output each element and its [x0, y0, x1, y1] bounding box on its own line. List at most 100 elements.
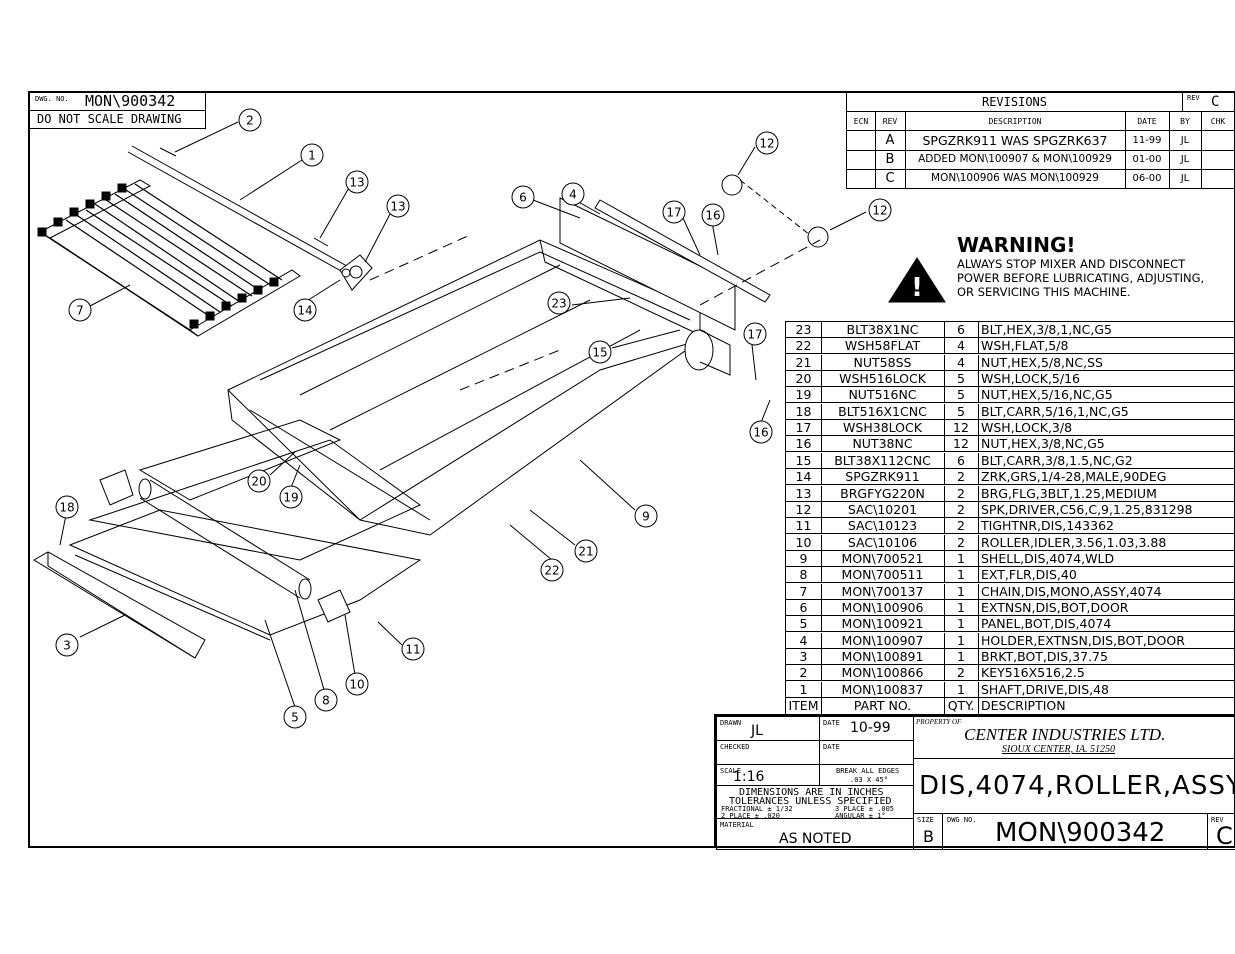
break-edges-line: BREAK ALL EDGES	[836, 767, 900, 775]
balloon-circle	[561, 182, 585, 206]
balloon-circle	[283, 705, 307, 729]
drawn-value: JL	[751, 723, 763, 739]
bom-cell-part: BLT516X1CNC	[821, 403, 945, 420]
dwg-no-label: DWG. NO.	[35, 95, 69, 103]
bom-cell-desc: EXTNSN,DIS,BOT,DOOR	[978, 600, 1235, 616]
dwg-number-box: DWG. NO. MON\900342	[28, 91, 206, 111]
checked-cell: CHECKED	[716, 740, 820, 765]
bom-cell-qty: 1	[944, 599, 979, 616]
bom-cell-qty: 1	[944, 632, 979, 649]
rev-cell: REV C	[1207, 813, 1235, 850]
bom-cell-desc: NUT,HEX,3/8,NC,G5	[978, 436, 1235, 453]
bom-header-part: PART NO.	[821, 698, 945, 715]
bom-cell-item: 23	[786, 322, 822, 338]
balloon-circle	[743, 322, 767, 346]
material-value: AS NOTED	[779, 831, 852, 847]
revisions-header-desc: DESCRIPTION	[905, 112, 1126, 131]
company-name: CENTER INDUSTRIES LTD.	[964, 725, 1166, 744]
revision-cell-chk	[1201, 150, 1235, 170]
date2-label: DATE	[823, 743, 840, 751]
balloon-circle	[588, 340, 612, 364]
warning-text: ALWAYS STOP MIXER AND DISCONNECT POWER B…	[957, 257, 1204, 299]
balloon-label: 13	[349, 176, 364, 190]
bom-cell-part: SAC\10201	[821, 501, 945, 518]
revisions-rev-box: REV C	[1183, 92, 1235, 112]
balloon-circle	[634, 504, 658, 528]
revision-cell-rev: C	[875, 169, 906, 189]
bom-cell-qty: 2	[944, 501, 979, 518]
bom-cell-part: BLT38X1NC	[821, 322, 945, 338]
scale-label: SCALE	[720, 767, 742, 775]
bom-cell-item: 19	[786, 387, 822, 404]
size-value: B	[923, 827, 934, 846]
balloon-circle	[55, 633, 79, 657]
material-cell: MATERIAL AS NOTED	[716, 818, 914, 850]
title-cell: DIS,4074,ROLLER,ASSY	[913, 758, 1235, 814]
bom-cell-part: MON\700511	[821, 567, 945, 584]
bom-cell-qty: 1	[944, 616, 979, 633]
bom-cell-part: SAC\10106	[821, 534, 945, 551]
bom-cell-qty: 12	[944, 420, 979, 437]
warning-line: OR SERVICING THIS MACHINE.	[957, 285, 1131, 299]
revision-cell-chk	[1201, 169, 1235, 189]
bom-cell-part: MON\100866	[821, 665, 945, 682]
bom-cell-qty: 1	[944, 583, 979, 600]
material-label: MATERIAL	[720, 821, 754, 829]
warning-title: WARNING!	[957, 233, 1076, 257]
bom-cell-item: 2	[786, 665, 822, 682]
balloon-label: 5	[291, 711, 299, 725]
balloon-label: 23	[551, 297, 566, 311]
bom-cell-qty: 2	[944, 485, 979, 502]
bom-cell-qty: 1	[944, 567, 979, 584]
revisions-header-rev: REV	[875, 112, 906, 131]
balloon-label: 8	[322, 694, 330, 708]
bom-cell-desc: PANEL,BOT,DIS,4074	[978, 616, 1235, 633]
balloon-circle	[386, 194, 410, 218]
checked-label: CHECKED	[720, 743, 750, 751]
bom-cell-item: 3	[786, 649, 822, 665]
bom-cell-item: 1	[786, 681, 822, 698]
bom-cell-item: 18	[786, 403, 822, 420]
balloon-circle	[540, 558, 564, 582]
revision-cell-desc: SPGZRK911 WAS SPGZRK637	[905, 131, 1126, 151]
bom-cell-part: SPGZRK911	[821, 469, 945, 486]
bom-cell-part: WSH38LOCK	[821, 420, 945, 437]
dims-line: TOLERANCES UNLESS SPECIFIED	[729, 796, 892, 807]
balloon-label: 17	[666, 206, 681, 220]
bom-cell-desc: SHAFT,DRIVE,DIS,48	[978, 682, 1235, 698]
extension-holder-part	[559, 197, 771, 331]
balloon-circle	[701, 203, 725, 227]
balloon-circle	[547, 291, 571, 315]
balloon-label: 18	[59, 501, 74, 515]
bom-cell-item: 16	[786, 436, 822, 453]
balloon-circle	[574, 539, 598, 563]
bom-cell-desc: ROLLER,IDLER,3.56,1.03,3.88	[978, 535, 1235, 551]
bom-cell-qty: 2	[944, 469, 979, 486]
drawn-cell: DRAWN JL	[716, 716, 820, 741]
bom-cell-desc: SHELL,DIS,4074,WLD	[978, 551, 1235, 567]
balloon-label: 15	[592, 346, 607, 360]
balloon-label: 20	[251, 475, 266, 489]
tol-frac: FRACTIONAL ± 1/32	[721, 805, 793, 813]
bom-cell-desc: SPK,DRIVER,C56,C,9,1.25,831298	[978, 502, 1235, 518]
bom-header-desc: DESCRIPTION	[978, 698, 1235, 714]
bom-cell-item: 9	[786, 550, 822, 567]
bom-cell-part: MON\100907	[821, 632, 945, 649]
dwg-no-label-bottom: DWG NO.	[947, 816, 977, 824]
bom-cell-item: 17	[786, 420, 822, 437]
bom-cell-item: 5	[786, 616, 822, 633]
scale-value: 1:16	[733, 769, 765, 785]
balloon-label: 22	[544, 564, 559, 578]
shell-weldment-part	[227, 239, 731, 536]
bom-cell-desc: ZRK,GRS,1/4-28,MALE,90DEG	[978, 469, 1235, 486]
bom-cell-part: SAC\10123	[821, 518, 945, 535]
do-not-scale-box: DO NOT SCALE DRAWING	[28, 110, 206, 129]
balloon-circle	[868, 198, 892, 222]
revisions-header-date: DATE	[1125, 112, 1170, 131]
bom-cell-qty: 5	[944, 371, 979, 388]
balloon-label: 4	[569, 188, 577, 202]
revision-cell-chk	[1201, 131, 1235, 151]
bom-cell-desc: NUT,HEX,5/16,NC,G5	[978, 387, 1235, 404]
bom-cell-qty: 2	[944, 518, 979, 535]
